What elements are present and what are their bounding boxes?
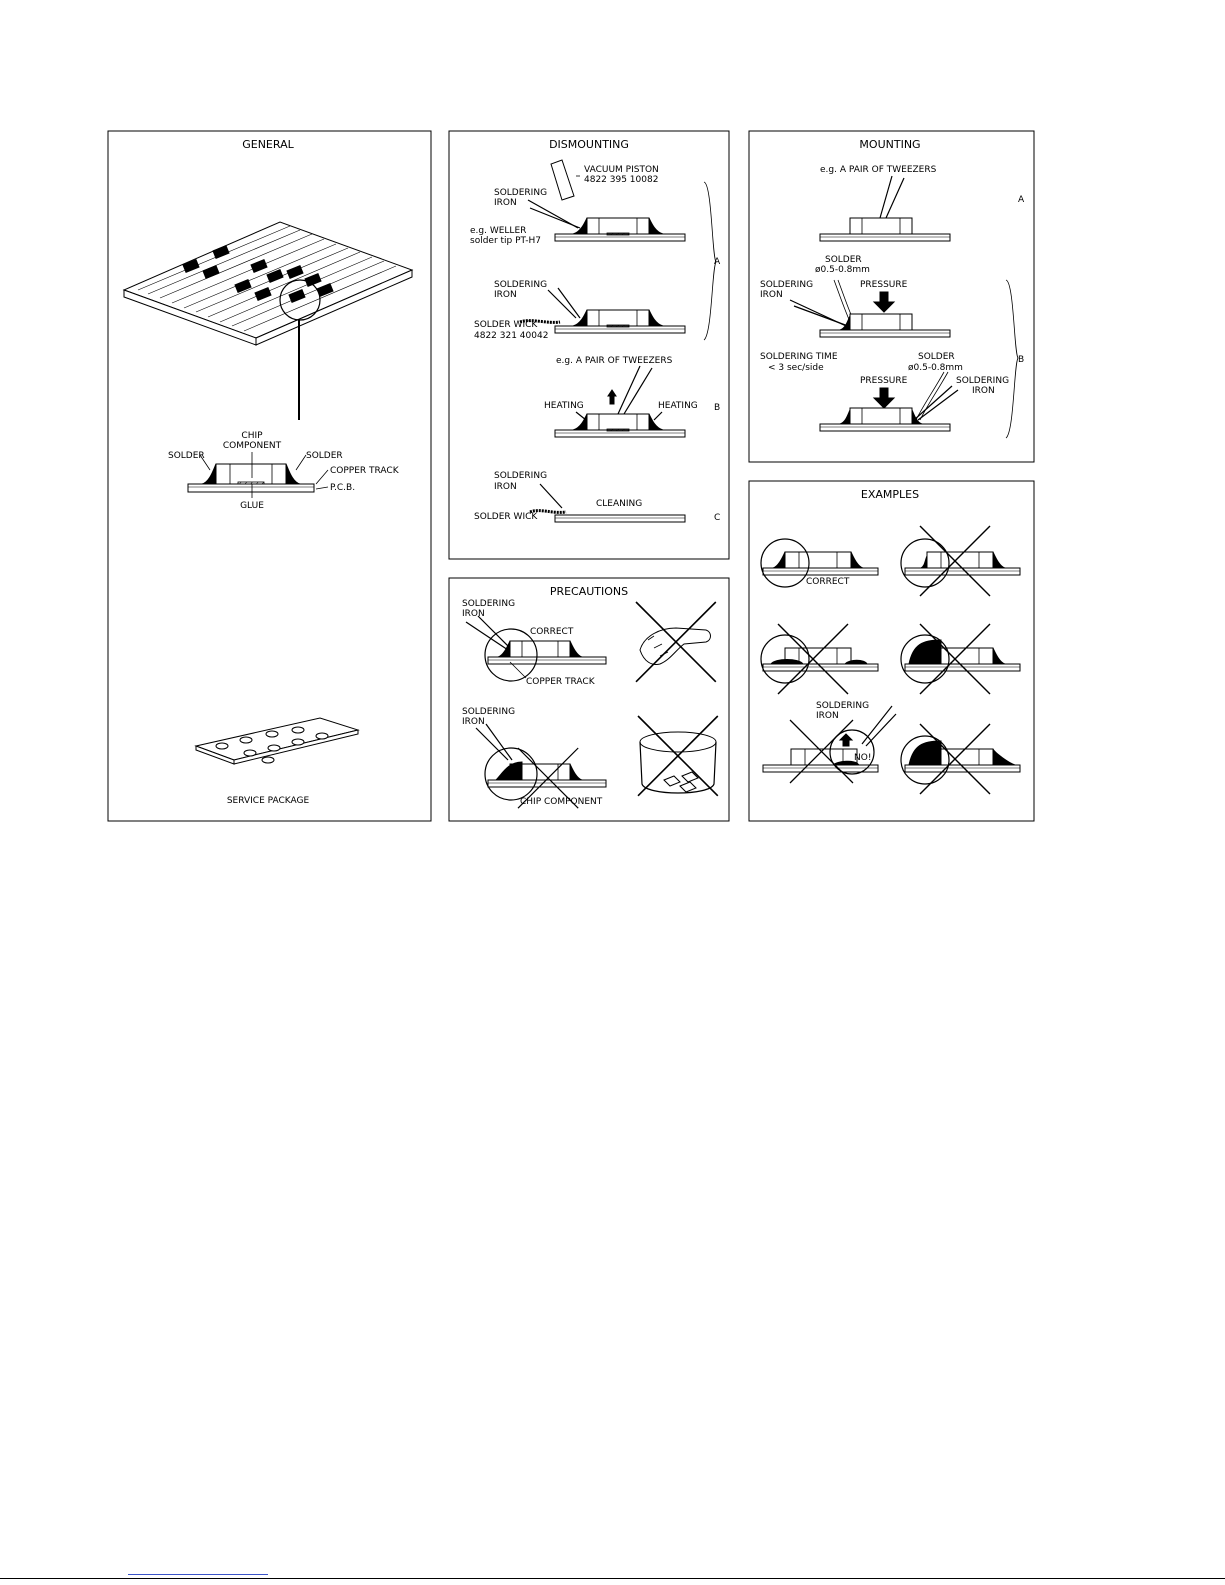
label-step-a: A <box>714 257 721 267</box>
label-solder-wick: SOLDER WICK <box>474 320 538 330</box>
mount-a-board <box>819 217 951 242</box>
panel-dismounting: DISMOUNTING VACUUM PISTON 4822 395 10082… <box>448 130 730 560</box>
panel-general-title: GENERAL <box>242 138 294 151</box>
label-solder-wick-number: 4822 321 40042 <box>474 331 548 341</box>
label-solder-wick-c: SOLDER WICK <box>474 512 538 522</box>
label-step-b: B <box>714 403 720 413</box>
label-chip: CHIP <box>241 431 263 441</box>
label-heating-left: HEATING <box>544 401 584 411</box>
label-solder-2: SOLDER <box>918 352 955 362</box>
label-glue: GLUE <box>240 501 264 511</box>
mount-b1-board <box>819 313 951 338</box>
label-prec-soldering-iron-1: SOLDERING <box>462 599 515 609</box>
label-mount-step-a: A <box>1018 195 1025 205</box>
label-soldering-time: SOLDERING TIME <box>760 352 838 362</box>
panel-precautions-title: PRECAUTIONS <box>550 585 628 598</box>
label-copper-track: COPPER TRACK <box>330 466 400 476</box>
footer-rule <box>0 1578 1225 1579</box>
precautions-wrong-board <box>487 761 607 788</box>
label-solder-left: SOLDER <box>168 451 205 461</box>
example-wrong-3 <box>904 639 1021 672</box>
label-prec-correct: CORRECT <box>530 627 574 637</box>
label-soldering-iron-c: SOLDERING <box>494 471 547 481</box>
label-example-no: NO! <box>854 753 871 763</box>
dismount-a2-board <box>554 309 686 334</box>
label-cleaning: CLEANING <box>596 499 642 509</box>
label-prec-iron-2: IRON <box>462 717 485 727</box>
label-mount-step-b: B <box>1018 355 1024 365</box>
label-prec-chip-component: CHIP COMPONENT <box>520 797 603 807</box>
panel-examples-title: EXAMPLES <box>861 488 919 501</box>
label-pressure-1: PRESSURE <box>860 280 908 290</box>
label-solder-right: SOLDER <box>306 451 343 461</box>
precautions-no-container <box>637 715 719 797</box>
label-vacuum-piston: VACUUM PISTON <box>584 165 659 175</box>
service-package-illustration <box>194 717 360 765</box>
label-prec-iron-1: IRON <box>462 609 485 619</box>
label-solder-1: SOLDER <box>825 255 862 265</box>
chip-cross-section <box>187 463 315 493</box>
label-mount-soldering-iron-r: SOLDERING <box>956 376 1009 386</box>
label-tweezers-mount: e.g. A PAIR OF TWEEZERS <box>820 165 937 175</box>
label-vacuum-piston-number: 4822 395 10082 <box>584 175 658 185</box>
label-mount-iron-r: IRON <box>972 386 995 396</box>
panel-general: GENERAL <box>107 130 432 822</box>
label-pressure-2: PRESSURE <box>860 376 908 386</box>
label-soldering-time-value: < 3 sec/side <box>768 363 824 373</box>
footer-link-underline[interactable] <box>128 1574 268 1575</box>
label-solder-1-size: ø0.5-0.8mm <box>815 265 870 275</box>
panel-dismounting-title: DISMOUNTING <box>549 138 629 151</box>
precautions-correct-board <box>487 640 607 665</box>
panel-precautions: PRECAUTIONS SOLDERING IRON CORRECT COPPE… <box>448 577 730 822</box>
label-step-c: C <box>714 513 720 523</box>
label-soldering-iron-a1: SOLDERING <box>494 188 547 198</box>
label-solder-2-size: ø0.5-0.8mm <box>908 363 963 373</box>
label-prec-copper-track: COPPER TRACK <box>526 677 596 687</box>
panel-general-frame <box>107 130 432 822</box>
label-pcb: P.C.B. <box>330 483 355 493</box>
dismount-a1-board <box>554 217 686 242</box>
label-example-soldering-iron: SOLDERING <box>816 701 869 711</box>
panel-dismounting-frame <box>448 130 730 560</box>
label-soldering-iron-a2: SOLDERING <box>494 280 547 290</box>
label-iron-a1: IRON <box>494 198 517 208</box>
dismount-c-board <box>554 514 686 523</box>
panel-examples-frame <box>748 480 1035 822</box>
label-component: COMPONENT <box>223 441 282 451</box>
label-iron-a2: IRON <box>494 290 517 300</box>
label-tweezers-dismount: e.g. A PAIR OF TWEEZERS <box>556 356 673 366</box>
dismount-b-board <box>554 413 686 438</box>
label-iron-c: IRON <box>494 482 517 492</box>
panel-mounting-frame <box>748 130 1035 463</box>
panel-mounting-title: MOUNTING <box>859 138 920 151</box>
label-heating-right: HEATING <box>658 401 698 411</box>
label-prec-soldering-iron-2: SOLDERING <box>462 707 515 717</box>
label-example-iron: IRON <box>816 711 839 721</box>
mount-b2-board <box>819 407 951 432</box>
example-correct <box>762 551 879 576</box>
example-wrong-5 <box>904 740 1021 773</box>
label-example-correct: CORRECT <box>806 577 850 587</box>
precautions-no-fingers <box>635 601 717 683</box>
label-mount-iron: IRON <box>760 290 783 300</box>
example-wrong-1 <box>904 551 1021 576</box>
panel-examples: EXAMPLES CORRECT <box>748 480 1035 822</box>
label-mount-soldering-iron: SOLDERING <box>760 280 813 290</box>
label-weller-tip: solder tip PT-H7 <box>470 236 541 246</box>
label-weller: e.g. WELLER <box>470 226 526 236</box>
panel-precautions-frame <box>448 577 730 822</box>
label-service-package: SERVICE PACKAGE <box>227 796 310 806</box>
panel-mounting: MOUNTING e.g. A PAIR OF TWEEZERS A SOLDE… <box>748 130 1035 463</box>
pcb-illustration <box>122 221 414 420</box>
